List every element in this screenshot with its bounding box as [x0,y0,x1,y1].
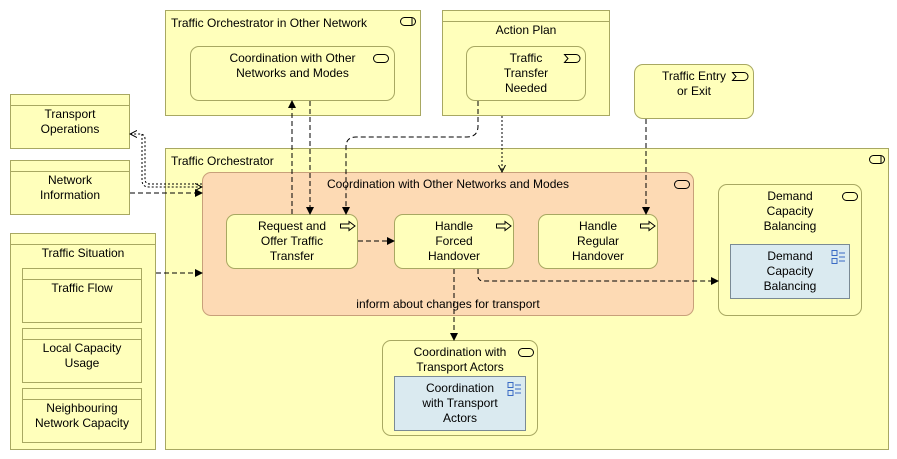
demand-component-line-1: Demand [767,249,813,263]
trigger-transfer-to-request [342,101,479,215]
coordination-function-title: Coordination with Other Networks and Mod… [326,177,570,191]
handle-forced-handover-process[interactable]: Handle Forced Handover [394,214,514,269]
forced-handover-line-1: Handle [434,219,474,233]
traffic-transfer-line-1: Traffic [509,51,543,65]
event-icon [731,72,749,81]
traffic-orchestrator-title: Traffic Orchestrator [171,154,274,168]
demand-service-line-2: Capacity [766,204,814,218]
demand-service-line-3: Balancing [763,219,817,233]
process-icon [496,220,512,232]
action-plan-title: Action Plan [495,23,557,37]
local-capacity-usage-line-1: Local Capacity [42,341,122,355]
traffic-transfer-needed-event[interactable]: Traffic Transfer Needed [466,46,586,101]
service-icon [373,54,389,63]
coordination-transport-component[interactable]: Coordination with Transport Actors [394,376,526,431]
coordination-transport-service-line-1: Coordination with [413,345,507,359]
traffic-flow-title: Traffic Flow [51,281,113,295]
request-offer-line-2: Offer Traffic [260,234,324,248]
demand-component-line-3: Balancing [763,279,817,293]
inform-changes-label: inform about changes for transport [356,297,540,311]
service-icon [842,192,858,201]
neighbouring-network-capacity-object[interactable]: Neighbouring Network Capacity [22,388,142,443]
request-offer-line-1: Request and [257,219,327,233]
demand-service-line-1: Demand [767,189,813,203]
forced-handover-line-3: Handover [427,249,481,263]
transport-operations-line-1: Transport [44,107,96,121]
coordination-other-service-line-1: Coordination with Other [229,51,356,65]
forced-handover-line-2: Forced [435,234,473,248]
neighbouring-network-capacity-line-2: Network Capacity [34,416,130,430]
traffic-transfer-line-3: Needed [504,81,548,95]
traffic-entry-line-1: Traffic Entry [661,69,726,83]
traffic-flow-object[interactable]: Traffic Flow [22,268,142,323]
network-information-line-2: Information [39,188,101,202]
component-icon [507,382,521,396]
process-icon [340,220,356,232]
demand-component-line-2: Capacity [766,264,814,278]
transport-operations-line-2: Operations [40,122,100,136]
local-capacity-usage-line-2: Usage [64,356,100,370]
process-icon [640,220,656,232]
traffic-entry-line-2: or Exit [676,84,711,98]
component-icon [831,250,845,264]
service-icon [674,180,690,189]
service-icon [518,348,534,357]
coordination-other-service-line-2: Networks and Modes [236,66,349,80]
traffic-transfer-line-2: Transfer [503,66,549,80]
traffic-situation-title: Traffic Situation [41,246,125,260]
event-icon [563,54,581,63]
network-information-line-1: Network [47,173,92,187]
traffic-orchestrator-other-title: Traffic Orchestrator in Other Network [171,16,368,30]
neighbouring-network-capacity-line-1: Neighbouring [46,401,118,415]
regular-handover-line-2: Regular [576,234,620,248]
regular-handover-line-1: Handle [578,219,618,233]
network-information-object[interactable]: Network Information [10,160,130,215]
transport-operations-object[interactable]: Transport Operations [10,94,130,149]
local-capacity-usage-object[interactable]: Local Capacity Usage [22,328,142,383]
flow-forced-to-demand [477,269,719,285]
handle-regular-handover-process[interactable]: Handle Regular Handover [538,214,658,269]
access-function-to-transport-operations-2 [141,134,202,187]
coordination-other-networks-service[interactable]: Coordination with Other Networks and Mod… [190,46,395,101]
coordination-transport-component-line-2: with Transport [422,396,498,410]
coordination-transport-component-line-3: Actors [442,411,477,425]
regular-handover-line-3: Handover [571,249,625,263]
node-icon [400,17,416,26]
traffic-entry-exit-event[interactable]: Traffic Entry or Exit [634,64,754,119]
request-offer-line-3: Transfer [269,249,315,263]
coordination-transport-service-line-2: Transport Actors [416,360,504,374]
node-icon [869,155,885,164]
access-function-to-transport-operations-1 [130,134,202,185]
request-offer-transfer-process[interactable]: Request and Offer Traffic Transfer [226,214,358,269]
demand-capacity-component[interactable]: Demand Capacity Balancing [730,244,850,299]
coordination-transport-component-line-1: Coordination [425,381,495,395]
